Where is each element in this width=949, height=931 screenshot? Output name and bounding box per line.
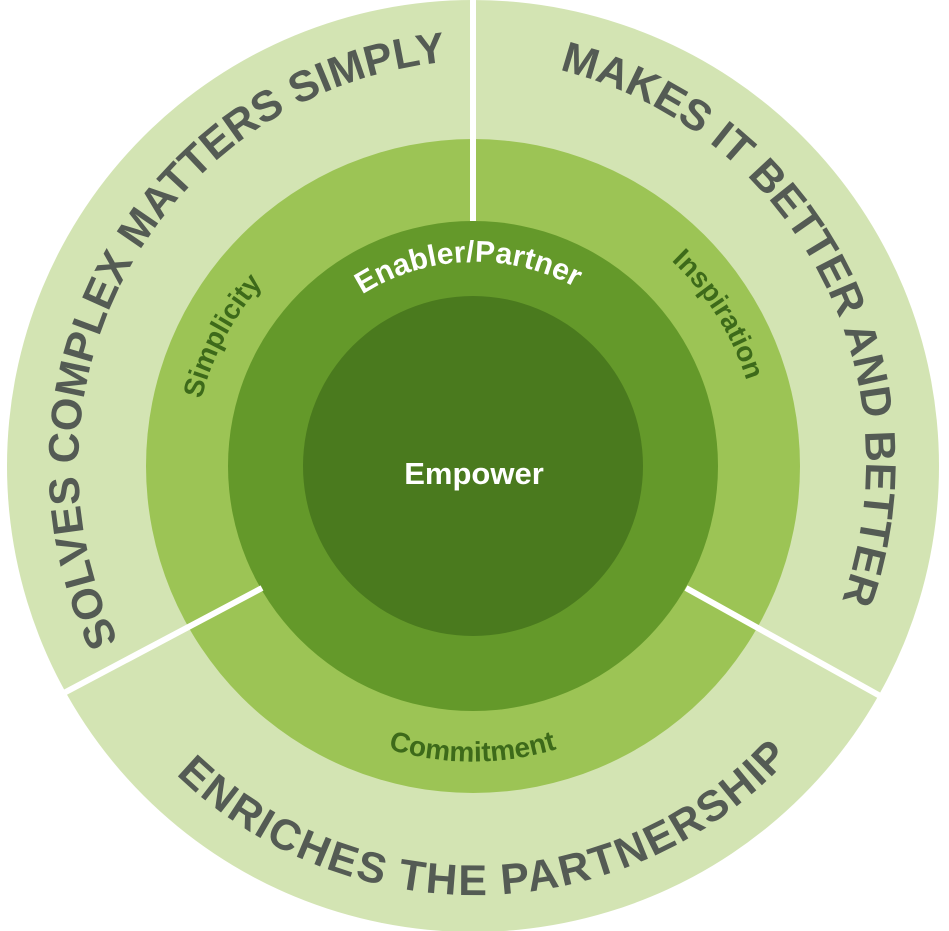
core-label-empower: Empower — [404, 456, 544, 491]
core-circle — [303, 296, 643, 636]
divider-lower-left — [60, 585, 264, 697]
divider-lower-right — [684, 585, 884, 700]
